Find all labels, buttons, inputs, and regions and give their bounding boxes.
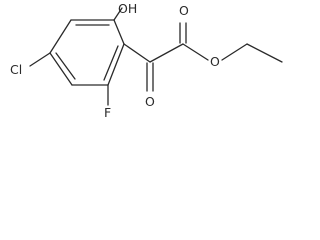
ring-bond-2 (113, 19, 125, 45)
ring-bond-5 (49, 52, 73, 86)
bond-ring-to-ketone (123, 43, 151, 63)
bond-ketone-to-ester (149, 43, 184, 63)
label-ester-carbonyl-o: O (179, 3, 189, 18)
ring-bond-3-inner (103, 45, 119, 81)
label-ketone-o: O (145, 94, 155, 109)
ring-bond-5-inner (55, 52, 76, 80)
label-f: F (104, 105, 111, 120)
bond-oh (113, 7, 123, 21)
ring-bond-6 (49, 19, 72, 54)
label-ester-o: O (210, 54, 220, 69)
structure-svg: OH Cl F O O O (10, 1, 283, 120)
bond-o-ch2 (221, 43, 248, 61)
bond-ch2-ch3 (246, 43, 283, 63)
bond-cl (29, 52, 51, 67)
label-cl: Cl (10, 62, 22, 77)
structure-diagram: OH Cl F O O O (10, 1, 283, 120)
bond-ester-o (182, 43, 209, 61)
label-oh: OH (118, 1, 137, 16)
ring-bond-3 (107, 43, 125, 86)
